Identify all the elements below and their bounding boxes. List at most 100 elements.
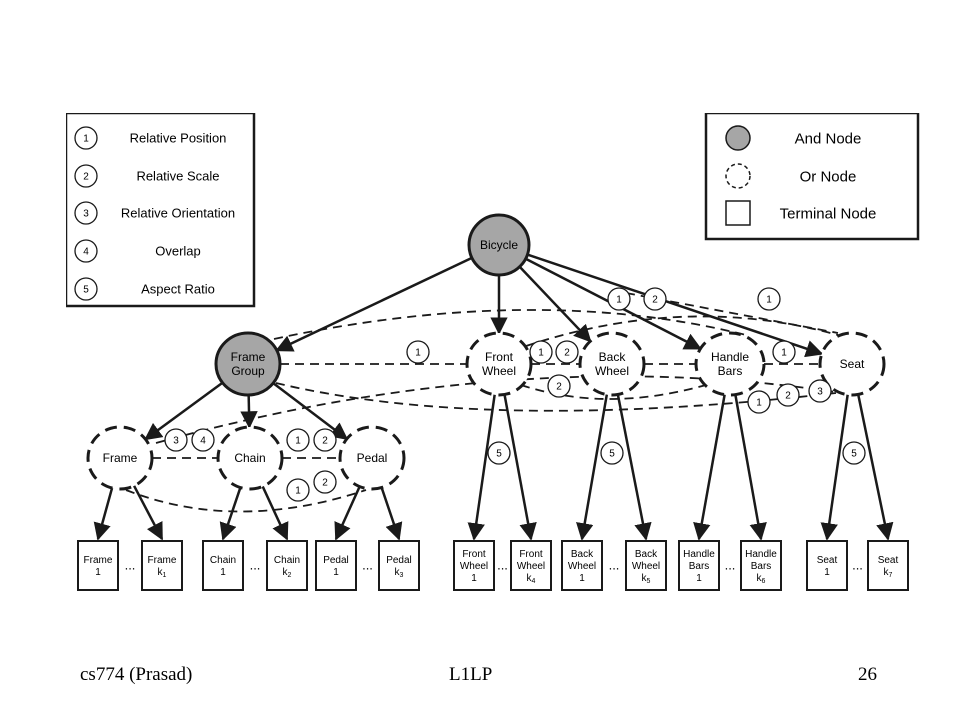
relation-badge-label: 2 <box>785 391 791 402</box>
or-node-seat <box>818 331 886 397</box>
relation-edge <box>125 489 367 513</box>
relation-badge-icon <box>529 340 553 364</box>
or-node-icon <box>725 163 751 189</box>
relation-badge-icon <box>643 287 667 311</box>
footer-title: L1LP <box>449 664 493 685</box>
relation-number: 2 <box>83 172 89 183</box>
relation-edge <box>275 382 837 412</box>
footer-page-number: 26 <box>858 664 877 685</box>
terminal-node-pedal-1 <box>315 540 357 591</box>
terminal-node-seat-1 <box>806 540 848 591</box>
or-node-front-wheel <box>465 331 533 397</box>
relation-badge-label: 1 <box>766 295 772 306</box>
relation-badge-icon <box>286 428 310 452</box>
decomposition-arrow <box>380 487 403 541</box>
terminal-node-frame-k1 <box>141 540 183 591</box>
node-label: Seat <box>840 357 865 371</box>
relation-badge-icon <box>776 383 800 407</box>
relation-badge-label: 2 <box>564 348 570 359</box>
decomposition-arrow <box>144 381 224 441</box>
decomposition-arrow <box>467 394 496 541</box>
decomposition-arrow <box>820 394 849 541</box>
relation-number-icon <box>74 277 98 301</box>
terminal-node-seat-k7 <box>867 540 909 591</box>
relation-badge-label: 1 <box>538 348 544 359</box>
terminal-ellipsis: ... <box>125 558 136 573</box>
node-label: Frame <box>103 451 138 465</box>
relation-legend-label: Relative Position <box>130 131 227 146</box>
relation-badge-icon <box>757 287 781 311</box>
relation-number: 5 <box>83 285 89 296</box>
or-node-chain <box>216 425 284 491</box>
relation-legend-label: Relative Scale <box>136 169 219 184</box>
relation-badge-icon <box>772 340 796 364</box>
terminal-ellipsis: ... <box>852 558 863 573</box>
and-node-bicycle <box>467 213 531 277</box>
terminal-ellipsis: ... <box>497 558 508 573</box>
relation-legend-label: Relative Orientation <box>121 206 235 221</box>
relation-legend-box <box>66 113 256 308</box>
terminal-node-front-wheel-k4 <box>510 540 552 591</box>
relation-badge-icon <box>406 340 430 364</box>
relation-badge-icon <box>164 428 188 452</box>
terminal-node-back-wheel-1 <box>561 540 603 591</box>
decomposition-arrow <box>616 394 652 541</box>
node-label: Chain <box>234 451 265 465</box>
decomposition-arrow <box>93 487 114 541</box>
relation-badge-label: 5 <box>609 449 615 460</box>
relation-badge-label: 3 <box>173 436 179 447</box>
terminal-node-pedal-k3 <box>378 540 420 591</box>
relation-badge-label: 2 <box>556 382 562 393</box>
footer-course: cs774 (Prasad) <box>80 664 193 685</box>
decomposition-arrow <box>334 486 361 541</box>
decomposition-arrow <box>261 485 289 541</box>
decomposition-arrow <box>518 265 592 343</box>
relation-badge-icon <box>842 441 866 465</box>
relation-badge-icon <box>313 428 337 452</box>
relation-badge-icon <box>487 441 511 465</box>
relation-badge-icon <box>747 390 771 414</box>
relation-badge-label: 1 <box>616 295 622 306</box>
terminal-node-front-wheel-1 <box>453 540 495 591</box>
relation-badge-icon <box>191 428 215 452</box>
relation-number-icon <box>74 201 98 225</box>
relation-badge-label: 2 <box>322 478 328 489</box>
or-node-pedal <box>338 425 406 491</box>
figure-area: 1 Relative Position 2 Relative Scale 3 Relati… <box>66 113 924 593</box>
relation-badge-label: 5 <box>496 449 502 460</box>
relation-legend-label: Aspect Ratio <box>141 282 215 297</box>
relation-number: 3 <box>83 209 89 220</box>
decomposition-arrow <box>856 394 894 541</box>
relation-number-icon <box>74 164 98 188</box>
relation-badge-label: 1 <box>295 436 301 447</box>
relation-badge-icon <box>808 379 832 403</box>
terminal-node-frame-1 <box>77 540 119 591</box>
terminal-node-handle-bars-1 <box>678 540 720 591</box>
decomposition-arrow <box>272 382 349 440</box>
node-legend-label: And Node <box>795 130 862 147</box>
relation-number-icon <box>74 126 98 150</box>
relation-badge-icon <box>313 470 337 494</box>
relation-number-icon <box>74 239 98 263</box>
terminal-node-chain-1 <box>202 540 244 591</box>
terminal-node-icon <box>725 200 751 226</box>
decomposition-arrow <box>503 394 537 541</box>
node-legend-label: Or Node <box>800 168 857 185</box>
terminal-ellipsis: ... <box>725 558 736 573</box>
terminal-node-chain-k2 <box>266 540 308 591</box>
relation-badge-label: 5 <box>851 449 857 460</box>
relation-badge-label: 2 <box>652 295 658 306</box>
relation-number: 1 <box>83 134 89 145</box>
